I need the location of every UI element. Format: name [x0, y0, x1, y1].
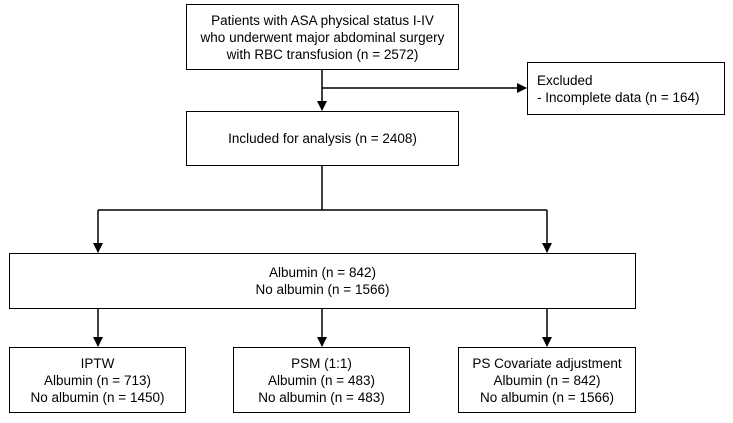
psm-line-2: Albumin (n = 483) [268, 372, 375, 388]
eligible-line-3: with RBC transfusion (n = 2572) [226, 46, 419, 62]
iptw-line-1: IPTW [80, 355, 115, 371]
psm-line-1: PSM (1:1) [291, 355, 352, 371]
ps-covariate-box: PS Covariate adjustment Albumin (n = 842… [458, 347, 636, 413]
iptw-box: IPTW Albumin (n = 713) No albumin (n = 1… [9, 347, 186, 413]
psm-line-3: No albumin (n = 483) [258, 389, 385, 405]
excluded-line-2: - Incomplete data (n = 164) [537, 89, 700, 105]
excluded-box: Excluded - Incomplete data (n = 164) [527, 62, 725, 115]
eligible-patients-box: Patients with ASA physical status I-IV w… [186, 4, 459, 70]
psm-box: PSM (1:1) Albumin (n = 483) No albumin (… [233, 347, 410, 413]
albumin-groups-box: Albumin (n = 842) No albumin (n = 1566) [9, 253, 636, 309]
groups-line-1: Albumin (n = 842) [269, 265, 376, 280]
ps-covariate-line-1: PS Covariate adjustment [472, 355, 622, 371]
ps-covariate-line-3: No albumin (n = 1566) [480, 389, 614, 405]
groups-line-2: No albumin (n = 1566) [255, 282, 390, 297]
included-box: Included for analysis (n = 2408) [186, 111, 459, 166]
ps-covariate-line-2: Albumin (n = 842) [493, 372, 601, 388]
iptw-line-2: Albumin (n = 713) [44, 372, 151, 388]
iptw-line-3: No albumin (n = 1450) [30, 389, 165, 405]
excluded-line-1: Excluded [537, 72, 593, 88]
included-line-1: Included for analysis (n = 2408) [228, 131, 417, 146]
eligible-line-1: Patients with ASA physical status I-IV [211, 12, 434, 28]
eligible-line-2: who underwent major abdominal surgery [200, 29, 445, 45]
